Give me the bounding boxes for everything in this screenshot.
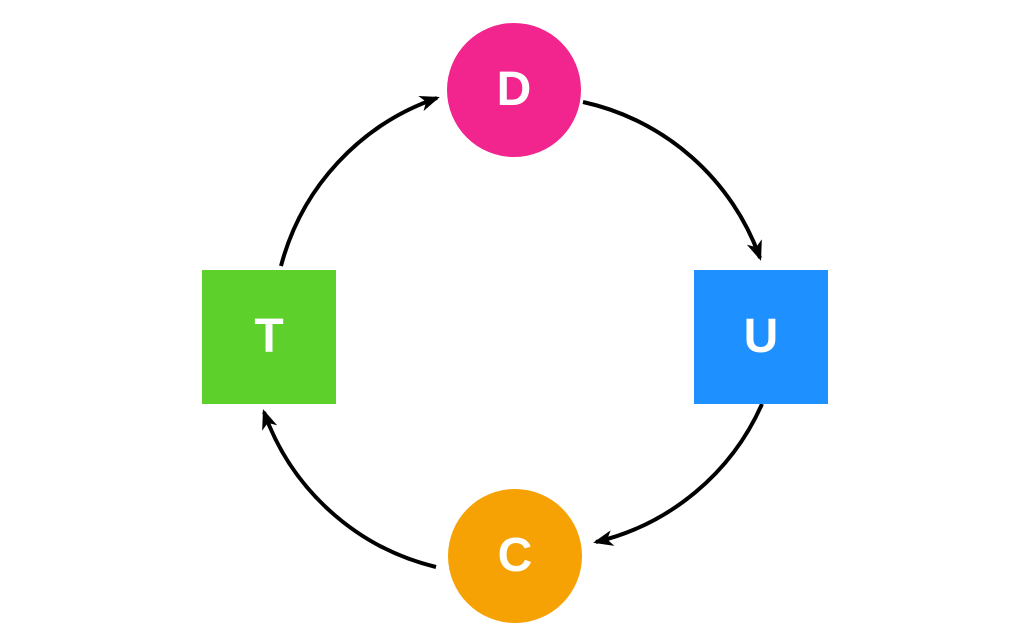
node-d-label: D: [496, 63, 532, 116]
node-d-circle: D: [447, 23, 581, 157]
node-c-label: C: [497, 529, 533, 582]
edge-u-to-c-arrow: [593, 403, 764, 546]
node-u-label: U: [743, 310, 779, 363]
edge-t-to-d-arrow: [279, 95, 440, 267]
node-t-square: T: [202, 270, 336, 404]
edge-c-to-t-arrow: [262, 409, 437, 569]
node-t-label: T: [254, 310, 284, 363]
edge-d-to-u-arrow: [582, 100, 762, 261]
node-c-circle: C: [448, 489, 582, 623]
node-u-square: U: [694, 270, 828, 404]
